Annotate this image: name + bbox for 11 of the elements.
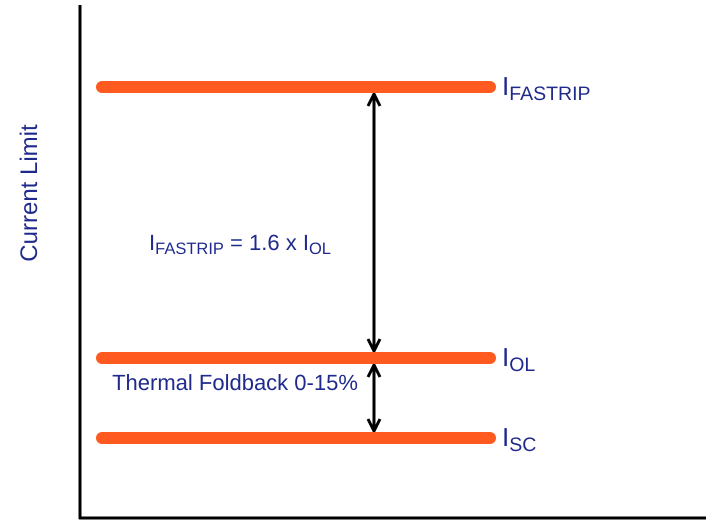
axis-label: Current Limit	[15, 123, 44, 263]
current-level-bar	[96, 352, 496, 364]
edge-label: Thermal Foldback 0-15%	[111, 369, 359, 397]
current-level-label: I$_{SC}$	[502, 424, 536, 450]
current-level-bar	[96, 81, 496, 93]
double-arrow	[366, 92, 382, 352]
edge-label: I$_{FASTRIP}$ = 1.6 x I$_{OL}$	[148, 229, 332, 260]
current-level-label: I$_{OL}$	[502, 344, 536, 370]
double-arrow	[366, 364, 382, 432]
current-level-bar	[96, 432, 496, 444]
current-level-label: I$_{FASTRIP}$	[502, 73, 591, 99]
